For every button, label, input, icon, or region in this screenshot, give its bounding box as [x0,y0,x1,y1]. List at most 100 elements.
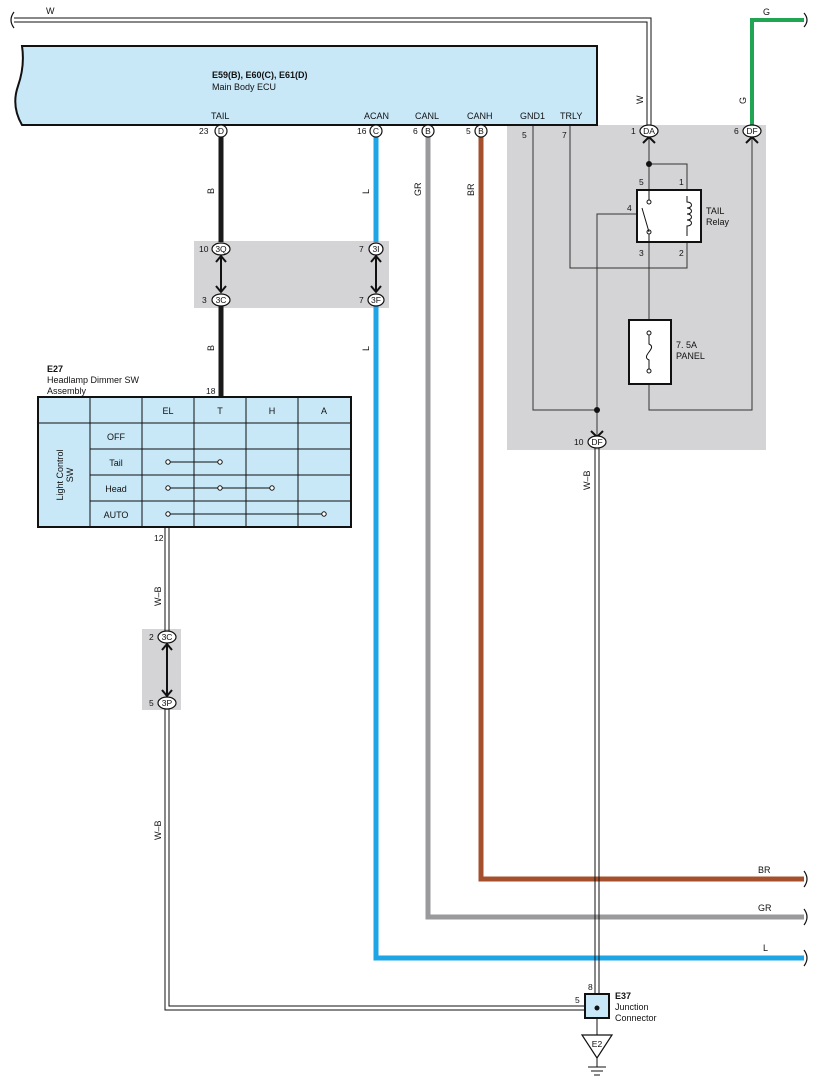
dimmer-id: E27 [47,364,63,374]
fuse-terminal-bottom [646,368,652,374]
wire-canl-gray [425,136,804,920]
wire-wb-ground-main [594,447,600,996]
e37-name2: Connector [615,1013,657,1023]
dimmer-col-a: A [321,406,327,416]
junction-connector-e37 [584,993,610,1019]
junction-connector-dot [594,1005,600,1011]
e37-name: Junction [615,1002,649,1012]
junction-3p-pin: 5 [149,698,154,708]
junction-3q-pin: 10 [199,244,209,254]
relay-switch-arm [641,207,650,233]
junction-3c-b-conn: 3C [162,632,173,642]
ecu-name: Main Body ECU [212,82,276,92]
wire-label-wb-1: W–B [153,586,163,606]
fuse-rating: 7. 5A [676,340,697,350]
dimmer-grid [38,397,351,527]
dimmer-pin-bottom: 12 [154,533,164,543]
ground-icon [588,1058,606,1076]
wire-label-g-side: G [738,97,748,104]
fuse-element-icon [645,335,653,369]
junction-3f-pin: 7 [359,295,364,305]
right-label-br: BR [758,865,771,875]
junction-3i-pin: 7 [359,244,364,254]
junction-block-box [507,125,766,450]
ecu-terminal-tail: TAIL [211,111,229,121]
ecu-terminal-trly: TRLY [560,111,582,121]
ecu-terminal-acan: ACAN [364,111,389,121]
e37-pin-top: 8 [588,982,593,992]
relay-pin-2: 2 [679,248,684,258]
ecu-pin-acan: 16 [357,126,367,136]
wire-break-left-w [10,11,15,29]
wire-canh-brown [478,136,804,882]
wire-label-w-side: W [635,95,645,104]
ecu-terminal-canh: CANH [467,111,493,121]
relay-contact-a [646,199,652,205]
jb-conn-df-bottom: DF [591,437,602,447]
jb-pin-da: 1 [631,126,636,136]
dimmer-col-el: EL [162,406,173,416]
wire-label-w-top: W [46,6,55,16]
relay-pin-5: 5 [639,177,644,187]
relay-pin-3: 3 [639,248,644,258]
dimmer-row-tail: Tail [109,458,123,468]
relay-pin-4: 4 [627,203,632,213]
e37-id: E37 [615,991,631,1001]
wire-wb-dimmer [164,528,585,1011]
panel-fuse [628,319,672,385]
ecu-pin-canl: 6 [413,126,418,136]
jb-junction-dot-top [646,161,652,167]
dimmer-row-off: OFF [107,432,125,442]
ecu-terminal-gnd1: GND1 [520,111,545,121]
wire-label-l-2: L [361,346,371,351]
fuse-name: PANEL [676,351,705,361]
dimmer-row-head: Head [105,484,127,494]
ecu-pin-canh: 5 [466,126,471,136]
wire-w [14,17,652,126]
ground-triangle [580,1034,614,1060]
junction-3f-conn: 3F [371,295,381,305]
wire-g [750,18,804,126]
relay-name: TAIL [706,206,724,216]
jb-pin-df-top: 6 [734,126,739,136]
ecu-terminal-canl: CANL [415,111,439,121]
junction-3c-b-pin: 2 [149,632,154,642]
junction-box-3c-3p [142,629,181,710]
gnd1-pin: 5 [522,130,527,140]
ecu-conn-acan: C [373,126,379,136]
e37-pin-left: 5 [575,995,580,1005]
junction-3q-conn: 3Q [215,244,227,254]
ecu-connectors: E59(B), E60(C), E61(D) [212,70,308,80]
junction-3c-a-pin: 3 [202,295,207,305]
junction-3i-conn: 3I [372,244,379,254]
ecu-box [14,45,598,126]
ground-id: E2 [592,1039,603,1049]
wire-label-br: BR [466,183,476,196]
dimmer-side-label-1: Light Control [55,449,65,500]
right-label-l: L [763,943,768,953]
wire-label-wb-main: W–B [582,470,592,490]
wire-label-g-top: G [763,7,770,17]
trly-pin: 7 [562,130,567,140]
dimmer-side-label-2: SW [65,467,75,482]
dimmer-continuity [165,459,327,517]
dimmer-name2: Assembly [47,386,87,396]
dimmer-name: Headlamp Dimmer SW [47,375,140,385]
relay-coil-icon [686,196,692,236]
wire-break-right-g [803,12,808,28]
dimmer-col-t: T [217,406,223,416]
jb-conn-df-top: DF [746,126,757,136]
wire-break-right-br [803,870,808,888]
dimmer-col-h: H [269,406,276,416]
wire-label-b-2: B [206,345,216,351]
ecu-pin-tail: 23 [199,126,209,136]
wire-break-right-gr [803,908,808,926]
ecu-conn-canl: B [425,126,431,136]
jb-conn-da: DA [643,126,655,136]
relay-pin-1: 1 [679,177,684,187]
wire-label-gr: GR [413,182,423,196]
relay-sub: Relay [706,217,730,227]
junction-3p-conn: 3P [162,698,173,708]
wire-label-l-1: L [361,189,371,194]
